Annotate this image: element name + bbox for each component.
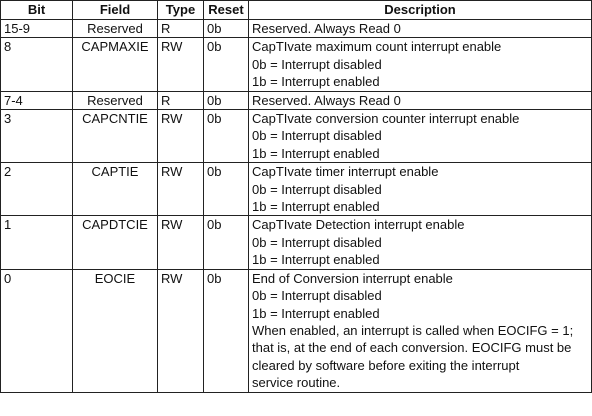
reset-cell: 0b (203, 162, 249, 217)
reset-cell: 0b (203, 215, 249, 270)
field-cell: EOCIE (72, 268, 158, 393)
description-line: 1b = Interrupt enabled (252, 199, 380, 215)
description-line: 1b = Interrupt enabled (252, 252, 380, 268)
description-line: 0b = Interrupt disabled (252, 288, 382, 304)
reset-cell: 0b (203, 90, 249, 111)
table-header-row: Bit Field Type Reset Description (0, 0, 592, 20)
field-cell: CAPMAXIE (72, 37, 158, 92)
reset-cell: 0b (203, 37, 249, 92)
description-line: When enabled, an interrupt is called whe… (252, 322, 574, 338)
description-line: 0b = Interrupt disabled (252, 181, 382, 197)
header-type: Type (157, 0, 204, 20)
type-cell: RW (157, 268, 204, 393)
type-cell: R (157, 90, 204, 111)
type-cell: RW (157, 37, 204, 92)
description-line: End of Conversion interrupt enable (252, 270, 453, 286)
field-cell: Reserved (72, 90, 158, 111)
type-cell: RW (157, 215, 204, 270)
field-cell: Reserved (72, 18, 158, 39)
type-cell: R (157, 18, 204, 39)
bit-cell: 15-9 (0, 18, 73, 39)
description-cell: Reserved. Always Read 0 (248, 90, 592, 111)
field-cell: CAPCNTIE (72, 109, 158, 164)
bit-cell: 1 (0, 215, 73, 270)
description-cell: CapTIvate maximum count interrupt enable… (248, 37, 592, 92)
description-line: 0b = Interrupt disabled (252, 56, 382, 72)
description-line: 0b = Interrupt disabled (252, 234, 382, 250)
description-cell: End of Conversion interrupt enable 0b = I… (248, 268, 592, 393)
reset-cell: 0b (203, 268, 249, 393)
header-description: Description (248, 0, 592, 20)
type-cell: RW (157, 162, 204, 217)
description-line: 1b = Interrupt enabled (252, 145, 380, 161)
type-cell: RW (157, 109, 204, 164)
description-line: CapTIvate Detection interrupt enable (252, 217, 465, 233)
reset-cell: 0b (203, 18, 249, 39)
field-cell: CAPDTCIE (72, 215, 158, 270)
description-line: Reserved. Always Read 0 (252, 21, 401, 36)
reset-cell: 0b (203, 109, 249, 164)
description-cell: Reserved. Always Read 0 (248, 18, 592, 39)
bit-cell: 3 (0, 109, 73, 164)
header-bit: Bit (0, 0, 73, 20)
bit-cell: 2 (0, 162, 73, 217)
description-line: 0b = Interrupt disabled (252, 128, 382, 144)
bit-cell: 8 (0, 37, 73, 92)
description-line: CapTIvate timer interrupt enable (252, 164, 439, 180)
description-cell: CapTIvate conversion counter interrupt e… (248, 109, 592, 164)
bit-cell: 7-4 (0, 90, 73, 111)
description-line: 1b = Interrupt enabled (252, 305, 380, 321)
field-cell: CAPTIE (72, 162, 158, 217)
bit-cell: 0 (0, 268, 73, 393)
description-line: Reserved. Always Read 0 (252, 92, 401, 108)
description-line: service routine. (252, 375, 341, 391)
description-line: that is, at the end of each conversion. … (252, 340, 572, 356)
description-line: CapTIvate conversion counter interrupt e… (252, 111, 520, 127)
header-field: Field (72, 0, 158, 20)
description-line: cleared by software before exiting the i… (252, 357, 520, 373)
description-line: 1b = Interrupt enabled (252, 74, 380, 90)
header-reset: Reset (203, 0, 249, 20)
description-line: CapTIvate maximum count interrupt enable (252, 39, 502, 55)
